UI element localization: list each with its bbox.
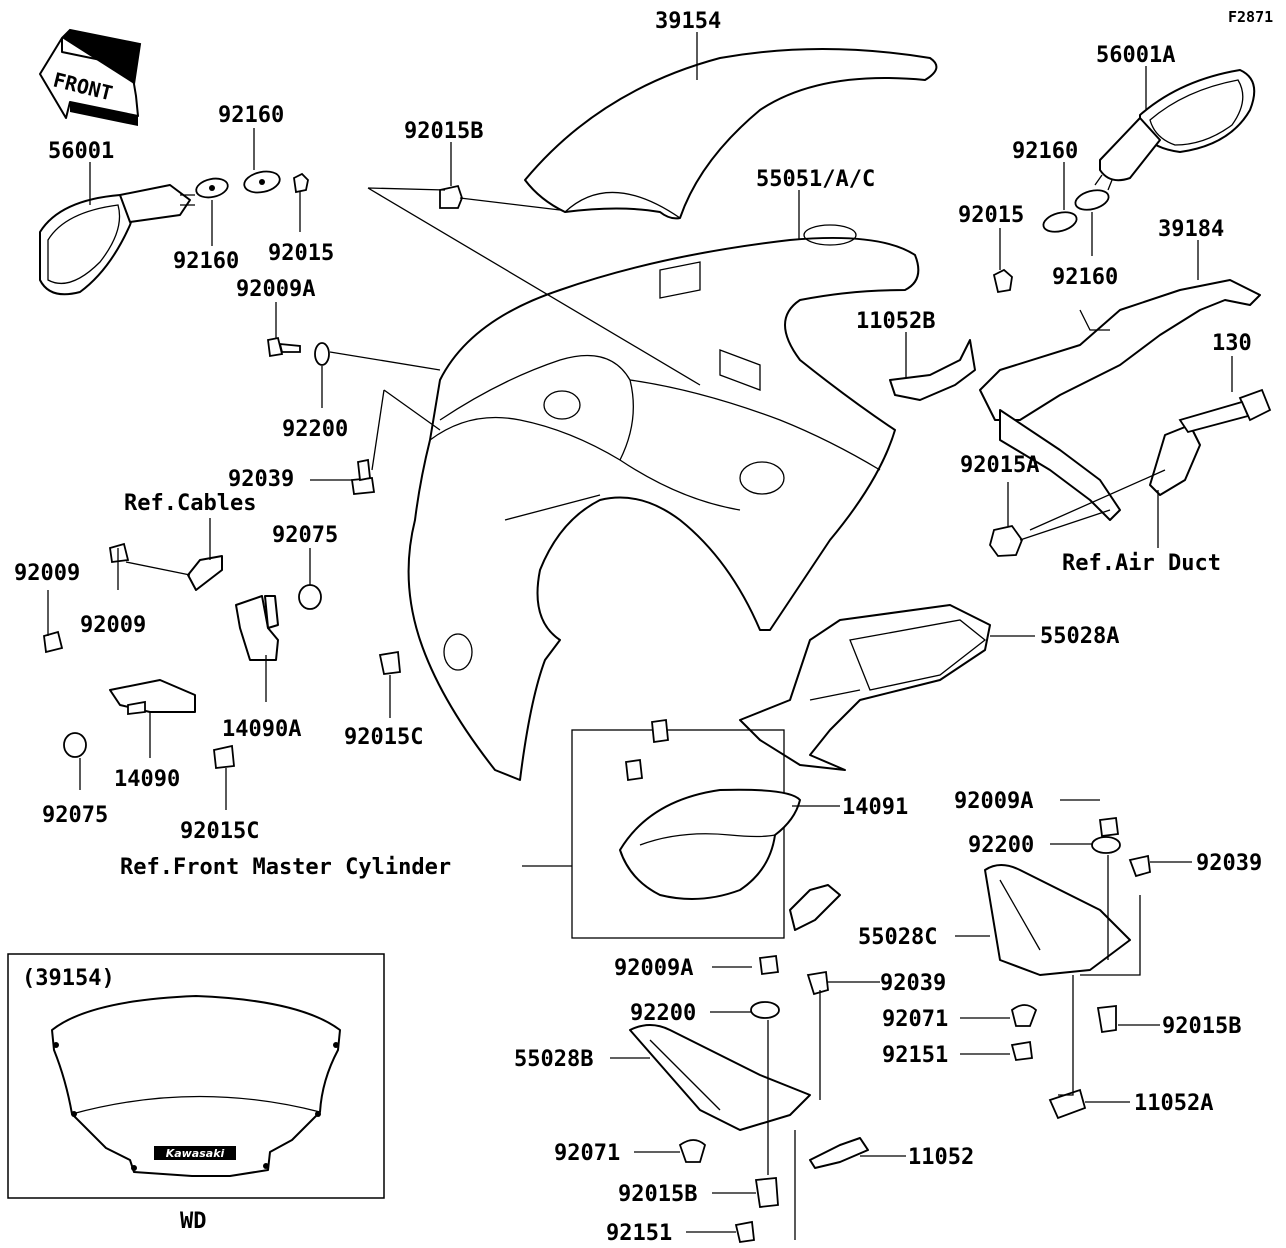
label-92015-r: 92015 <box>958 203 1024 228</box>
inset-title: (39154) <box>22 966 115 991</box>
bolt-92151-r-icon <box>1010 1040 1034 1061</box>
mirror-gasket-left <box>195 170 309 199</box>
label-39184: 39184 <box>1158 217 1224 242</box>
label-92015-left: 92015 <box>268 241 334 266</box>
nut-92015b-c-icon <box>754 1177 779 1208</box>
clip-92015c-1-icon <box>378 650 401 675</box>
bolt-92039-r-icon <box>1128 854 1151 878</box>
label-92071-r: 92071 <box>882 1007 948 1032</box>
label-55028b: 55028B <box>514 1047 593 1072</box>
windscreen-part <box>524 48 938 220</box>
upper-cowl-part <box>407 224 920 781</box>
label-14090: 14090 <box>114 767 180 792</box>
bolt-92009-top-icon <box>108 542 130 564</box>
leader-lines <box>47 32 1233 1240</box>
label-92151-r: 92151 <box>882 1043 948 1068</box>
front-arrow-icon: FRONT <box>39 28 142 126</box>
washer-92200-c-icon <box>750 1001 780 1019</box>
side-cover-55028b-part <box>629 1024 811 1131</box>
bolt-92151-c-icon <box>734 1220 755 1244</box>
grommet-92075-top-icon <box>298 584 322 610</box>
label-92015c-2: 92015C <box>180 819 259 844</box>
grommet-92075-bot-icon <box>63 732 87 758</box>
label-92160-left: 92160 <box>173 249 239 274</box>
stay-part <box>979 279 1261 521</box>
label-92009-l2: 92009 <box>80 613 146 638</box>
bolt-92009a-r-icon <box>1098 816 1120 838</box>
nut-92015a-icon <box>989 524 1024 557</box>
label-11052a: 11052A <box>1134 1091 1213 1116</box>
visor-14091-part <box>619 788 841 931</box>
label-92160-r1: 92160 <box>1012 139 1078 164</box>
bolt-visor-1-icon <box>651 718 669 744</box>
bolt-92039-c-icon <box>806 970 829 996</box>
label-92009-l1: 92009 <box>14 561 80 586</box>
diagram-code: F2871 <box>1228 8 1273 26</box>
inset-panel: (39154) Kawasaki <box>7 953 385 1199</box>
label-14091: 14091 <box>842 795 908 820</box>
bolt-92039-icon <box>350 458 376 495</box>
bolt-visor-2-icon <box>625 758 643 782</box>
label-92015a: 92015A <box>960 453 1039 478</box>
label-55028c: 55028C <box>858 925 937 950</box>
label-ref-air-duct: Ref.Air Duct <box>1062 551 1221 576</box>
label-92160-r2: 92160 <box>1052 265 1118 290</box>
well-nut-top-icon <box>439 184 463 209</box>
bolt-92009a-c-icon <box>758 954 780 976</box>
label-92160-top: 92160 <box>218 103 284 128</box>
nut-92015b-r-icon <box>1096 1004 1117 1034</box>
label-130: 130 <box>1212 331 1252 356</box>
label-92151-c: 92151 <box>606 1221 672 1246</box>
bolt-92009a-icon <box>267 336 301 358</box>
bracket-11052a-part <box>1048 1088 1087 1120</box>
inset-logo: Kawasaki <box>166 1147 225 1160</box>
label-ref-cables: Ref.Cables <box>124 491 256 516</box>
bracket-11052b-part <box>889 339 976 401</box>
label-56001: 56001 <box>48 139 114 164</box>
inset-caption: WD <box>180 1209 207 1234</box>
bolt-92009-left-icon <box>43 630 64 654</box>
label-92009a-r: 92009A <box>954 789 1033 814</box>
rivet-92071-c-icon <box>678 1139 707 1163</box>
label-92071-c: 92071 <box>554 1141 620 1166</box>
label-92009a-c: 92009A <box>614 956 693 981</box>
rivet-92071-r-icon <box>1010 1004 1038 1027</box>
clip-92015c-2-icon <box>213 744 235 769</box>
inner-cover-55028a-part <box>739 604 991 771</box>
washer-92200-r-icon <box>1091 836 1121 854</box>
label-92015c-1: 92015C <box>344 725 423 750</box>
label-92200-left: 92200 <box>282 417 348 442</box>
bracket-14090-part <box>109 679 196 716</box>
label-92039-left: 92039 <box>228 467 294 492</box>
label-92039-r: 92039 <box>1196 851 1262 876</box>
label-92009a-left: 92009A <box>236 277 315 302</box>
label-56001a: 56001A <box>1096 43 1175 68</box>
label-11052b: 11052B <box>856 309 935 334</box>
washer-92200-icon <box>314 342 330 366</box>
label-92039-c: 92039 <box>880 971 946 996</box>
bolt-130-icon <box>1178 388 1272 434</box>
side-cover-55028c-part <box>984 864 1131 976</box>
left-mirror-part <box>39 184 195 296</box>
label-11052: 11052 <box>908 1145 974 1170</box>
label-92200-r: 92200 <box>968 833 1034 858</box>
label-92075-bot: 92075 <box>42 803 108 828</box>
label-ref-master-cylinder: Ref.Front Master Cylinder <box>120 855 451 880</box>
label-55028a: 55028A <box>1040 624 1119 649</box>
label-92015b-c: 92015B <box>618 1182 697 1207</box>
label-92015b-top: 92015B <box>404 119 483 144</box>
bracket-14090a-part <box>187 555 279 661</box>
label-14090a: 14090A <box>222 717 301 742</box>
label-55051: 55051/A/C <box>756 167 875 192</box>
ref-box <box>571 729 785 939</box>
right-mirror-part <box>1094 69 1256 191</box>
mirror-gasket-right <box>992 189 1110 294</box>
label-92015b-r: 92015B <box>1162 1014 1241 1039</box>
label-92075-top: 92075 <box>272 523 338 548</box>
label-39154: 39154 <box>655 9 721 34</box>
bracket-11052-part <box>809 1137 869 1169</box>
label-92200-c: 92200 <box>630 1001 696 1026</box>
